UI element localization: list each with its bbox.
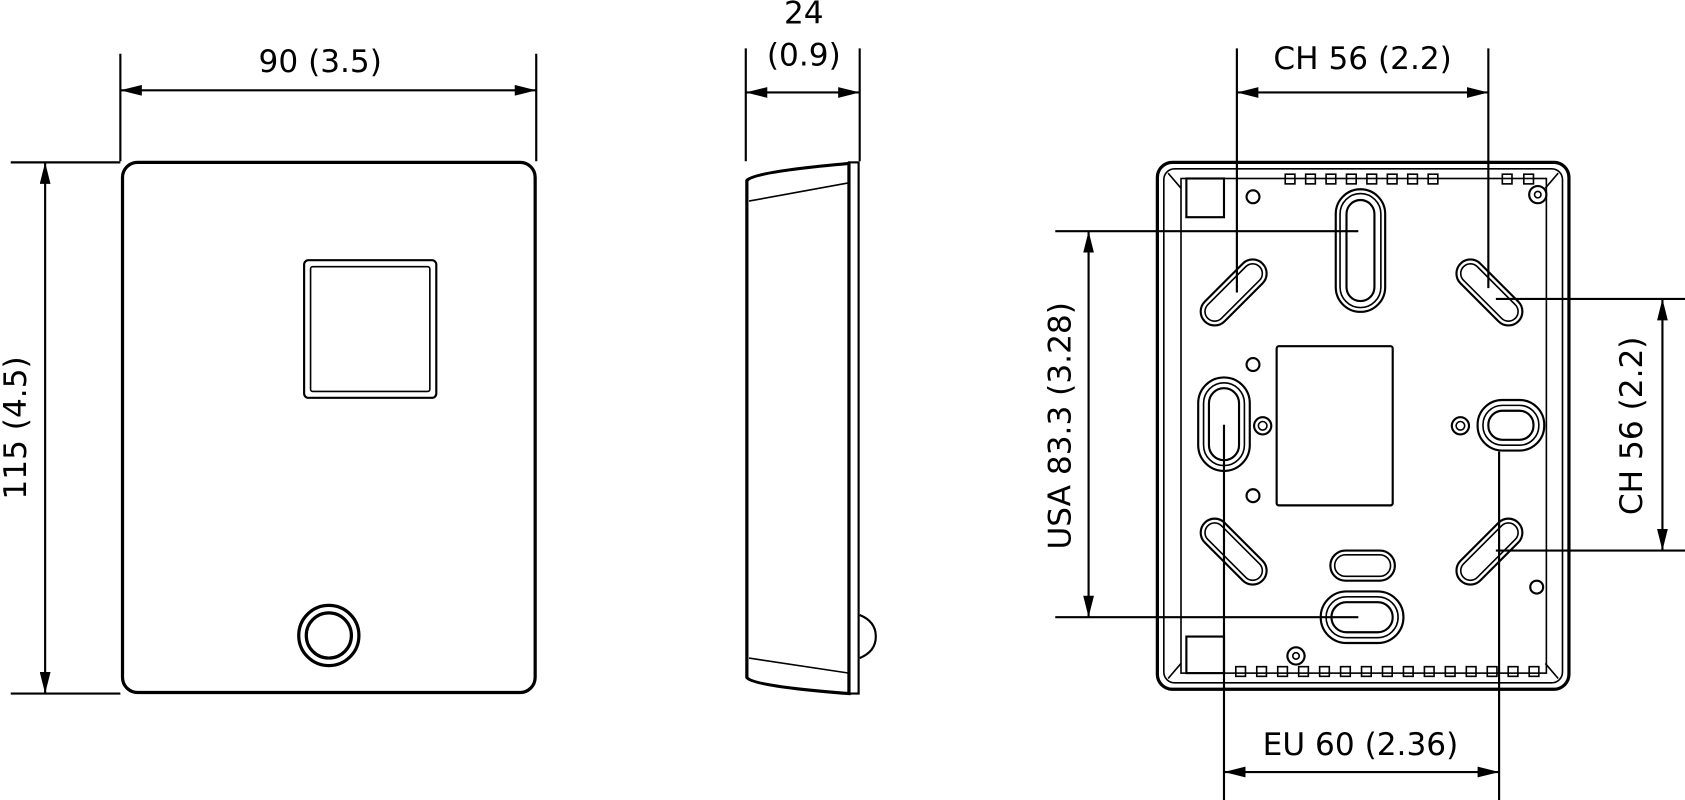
- vent-tooth: [1486, 665, 1498, 678]
- display-window: [303, 259, 438, 399]
- vent-tooth: [1304, 173, 1317, 185]
- vent-tooth: [1501, 173, 1513, 185]
- vent-tooth: [1507, 665, 1519, 678]
- vent-tooth: [1345, 173, 1357, 185]
- depth-label-bottom: (0.9): [767, 38, 841, 74]
- corner-square: [1185, 635, 1226, 675]
- front-view: 90 (3.5) 115 (4.5): [0, 44, 538, 695]
- vent-tooth: [1318, 665, 1331, 678]
- vent-tooth: [1284, 173, 1296, 185]
- vent-tooth: [1381, 665, 1393, 678]
- vent-tooth: [1523, 173, 1535, 185]
- vent-tooth: [1406, 173, 1419, 185]
- ch-vertical-label: CH 56 (2.2): [1614, 337, 1650, 516]
- button-icon: [297, 603, 361, 668]
- vent-tooth: [1427, 173, 1439, 185]
- corner-square: [1185, 177, 1226, 219]
- height-label: 115 (4.5): [0, 356, 34, 499]
- vent-tooth: [1423, 665, 1435, 678]
- vent-tooth: [1528, 665, 1540, 678]
- vent-tooth: [1339, 665, 1352, 678]
- vent-tooth: [1465, 665, 1477, 678]
- vent-tooth: [1402, 665, 1414, 678]
- vent-tooth: [1386, 173, 1398, 185]
- vent-tooth: [1325, 173, 1337, 185]
- label-area: [1275, 345, 1394, 507]
- vent-tooth: [1255, 665, 1268, 678]
- back-view: CH 56 (2.2) USA 83.3 (3.28) CH 56 (2.2) …: [1042, 41, 1685, 800]
- eu-horizontal-label: EU 60 (2.36): [1263, 727, 1459, 763]
- depth-label-top: 24: [784, 0, 824, 32]
- width-label: 90 (3.5): [259, 44, 382, 80]
- vent-tooth: [1366, 173, 1378, 185]
- usa-vertical-label: USA 83.3 (3.28): [1042, 302, 1078, 549]
- ch-horizontal-label: CH 56 (2.2): [1273, 41, 1451, 77]
- side-view: 24 (0.9): [744, 0, 877, 696]
- vent-tooth: [1297, 665, 1310, 678]
- vent-tooth: [1360, 665, 1373, 678]
- vent-tooth: [1276, 665, 1289, 678]
- vent-tooth: [1444, 665, 1456, 678]
- vent-tooth: [1235, 665, 1247, 678]
